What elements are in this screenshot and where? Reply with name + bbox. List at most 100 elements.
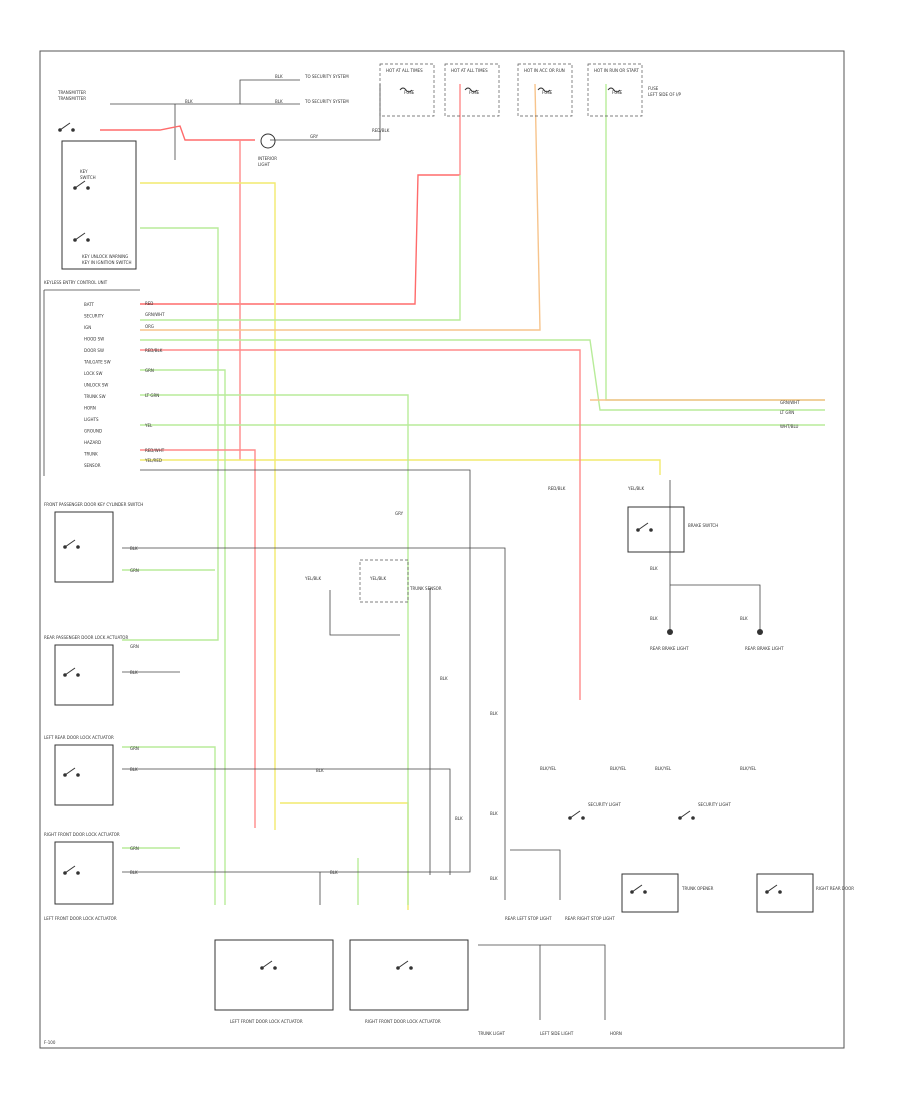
component-label: KEY IN IGNITION SWITCH: [82, 260, 131, 265]
orange-wire: [140, 83, 541, 331]
green-wire-1: [122, 227, 219, 641]
security-light-switch: [679, 810, 691, 819]
wire-color-label: GRN: [130, 644, 139, 649]
door-component-label: LEFT REAR DOOR LOCK ACTUATOR: [44, 735, 114, 740]
wire-color-label: BLK: [330, 870, 338, 875]
control-unit-pin-label: TRUNK SW: [83, 394, 106, 399]
yellow-wire-2: [280, 802, 409, 910]
wire-color-label: BLK: [650, 616, 658, 621]
wire-color-label: LT GRN: [145, 393, 159, 398]
switch-terminal: [409, 966, 413, 970]
green-wire-4: [140, 369, 226, 905]
wire-color-label: RED/WHT: [145, 448, 165, 453]
pink-wire-2: [140, 449, 256, 828]
wire-label: TO SECURITY SYSTEM: [304, 74, 349, 79]
control-unit-pin-label: TRUNK: [83, 452, 98, 457]
switch-pivot: [636, 528, 640, 532]
key-unlock-switch: [74, 180, 86, 189]
diagram-frame: [39, 50, 845, 1049]
trunk-light-wire: [478, 944, 541, 1020]
wire-label: BLK: [275, 74, 283, 79]
switch-pivot: [630, 890, 634, 894]
trunk-sensor-box: [359, 559, 409, 603]
wire-color-label: GRN: [130, 568, 139, 573]
control-unit-pin-label: DOOR SW: [84, 348, 104, 353]
wire-label: BLK: [185, 99, 193, 104]
control-unit-pin-label: GROUND: [84, 429, 102, 434]
component-label: TRANSMITTER: [57, 90, 86, 95]
wire-label: TO SECURITY SYSTEM: [304, 99, 349, 104]
wire-color-label: GRN: [130, 746, 139, 751]
right-front-actuator-box: [349, 939, 469, 1011]
stop-light-wire: [510, 849, 561, 900]
component-label: INTERIOR: [258, 156, 277, 161]
rf-actuator-switch: [397, 960, 409, 969]
fuse-symbol: [464, 87, 478, 93]
rear-door-switch: [766, 884, 778, 893]
wire-color-label: BLK: [130, 870, 138, 875]
wire-color-label: YEL/BLK: [627, 486, 645, 491]
switch-terminal: [273, 966, 277, 970]
door-switch-contact: [64, 865, 76, 874]
gray-wire-3: [122, 768, 451, 875]
door-component-label: REAR PASSENGER DOOR LOCK ACTUATOR: [44, 635, 128, 640]
switch-terminal: [86, 186, 90, 190]
ground-symbol: [757, 629, 763, 635]
actuator-label: RIGHT FRONT DOOR LOCK ACTUATOR: [365, 1019, 441, 1024]
green-wire-6: [140, 175, 461, 321]
control-unit-pin-label: BATT: [84, 302, 95, 307]
door-switch-contact: [64, 667, 76, 676]
fuse-note-label: FUSE: [648, 86, 659, 91]
component-label: SWITCH: [80, 175, 96, 180]
control-unit-pin-label: SENSOR: [84, 463, 101, 468]
brake-switch-box: [627, 506, 685, 553]
component-label: SECURITY LIGHT: [588, 802, 621, 807]
component-label: SECURITY LIGHT: [698, 802, 731, 807]
component-label: TRUNK LIGHT: [477, 1031, 506, 1036]
gray-wire-1: [122, 547, 506, 900]
switch-pivot: [260, 966, 264, 970]
door-switch-box-1: [54, 511, 114, 583]
door-switch-box-3: [54, 744, 114, 806]
wire-color-label: GRN: [145, 368, 154, 373]
control-unit-pin-label: HORN: [84, 406, 96, 411]
door-switch-contact: [64, 767, 76, 776]
switch-pivot: [63, 545, 67, 549]
wire-color-label: YEL: [144, 423, 153, 428]
wire-color-label: BLK: [490, 876, 498, 881]
wire-color-label: BLK: [130, 670, 138, 675]
switch-terminal: [76, 871, 80, 875]
component-label: KEY UNLOCK WARNING: [82, 254, 128, 259]
wire-color-label: RED: [145, 301, 153, 306]
component-label: HORN: [610, 1031, 622, 1036]
yellow-wire-1: [140, 182, 276, 830]
switch-terminal: [581, 816, 585, 820]
door-switch-box-4: [54, 841, 114, 905]
ground-symbol: [667, 629, 673, 635]
interior-light-bulb: [260, 133, 276, 149]
switch-pivot: [568, 816, 572, 820]
wire-color-label: RED/BLK: [145, 348, 163, 353]
fuse-symbol: [537, 87, 551, 93]
key-switch-contact: [59, 122, 71, 131]
control-unit-label: KEYLESS ENTRY CONTROL UNIT: [44, 280, 108, 285]
wire-color-label: BLK/YEL: [540, 766, 557, 771]
left-side-light-wire: [540, 944, 606, 1020]
control-unit-pin-label: TAILGATE SW: [83, 360, 111, 365]
fuse-box-label: HOT IN ACC OR RUN: [524, 68, 565, 73]
control-unit-pin-label: IGN: [84, 325, 91, 330]
pink-wire: [140, 349, 581, 700]
switch-pivot: [63, 773, 67, 777]
component-label: KEY: [80, 169, 88, 174]
wire-color-label: GRN/WHT: [780, 400, 800, 405]
wire-color-label: BLK: [440, 676, 448, 681]
wire-color-label: BLK: [490, 711, 498, 716]
component-label: REAR BRAKE LIGHT: [650, 646, 689, 651]
gray-wire-4: [122, 469, 471, 873]
control-unit-pin-label: LIGHTS: [84, 417, 99, 422]
wire-color-label: ORG: [145, 324, 154, 329]
wire-color-label: BLK: [455, 816, 463, 821]
fuse-box-4: [587, 63, 643, 117]
switch-terminal: [643, 890, 647, 894]
